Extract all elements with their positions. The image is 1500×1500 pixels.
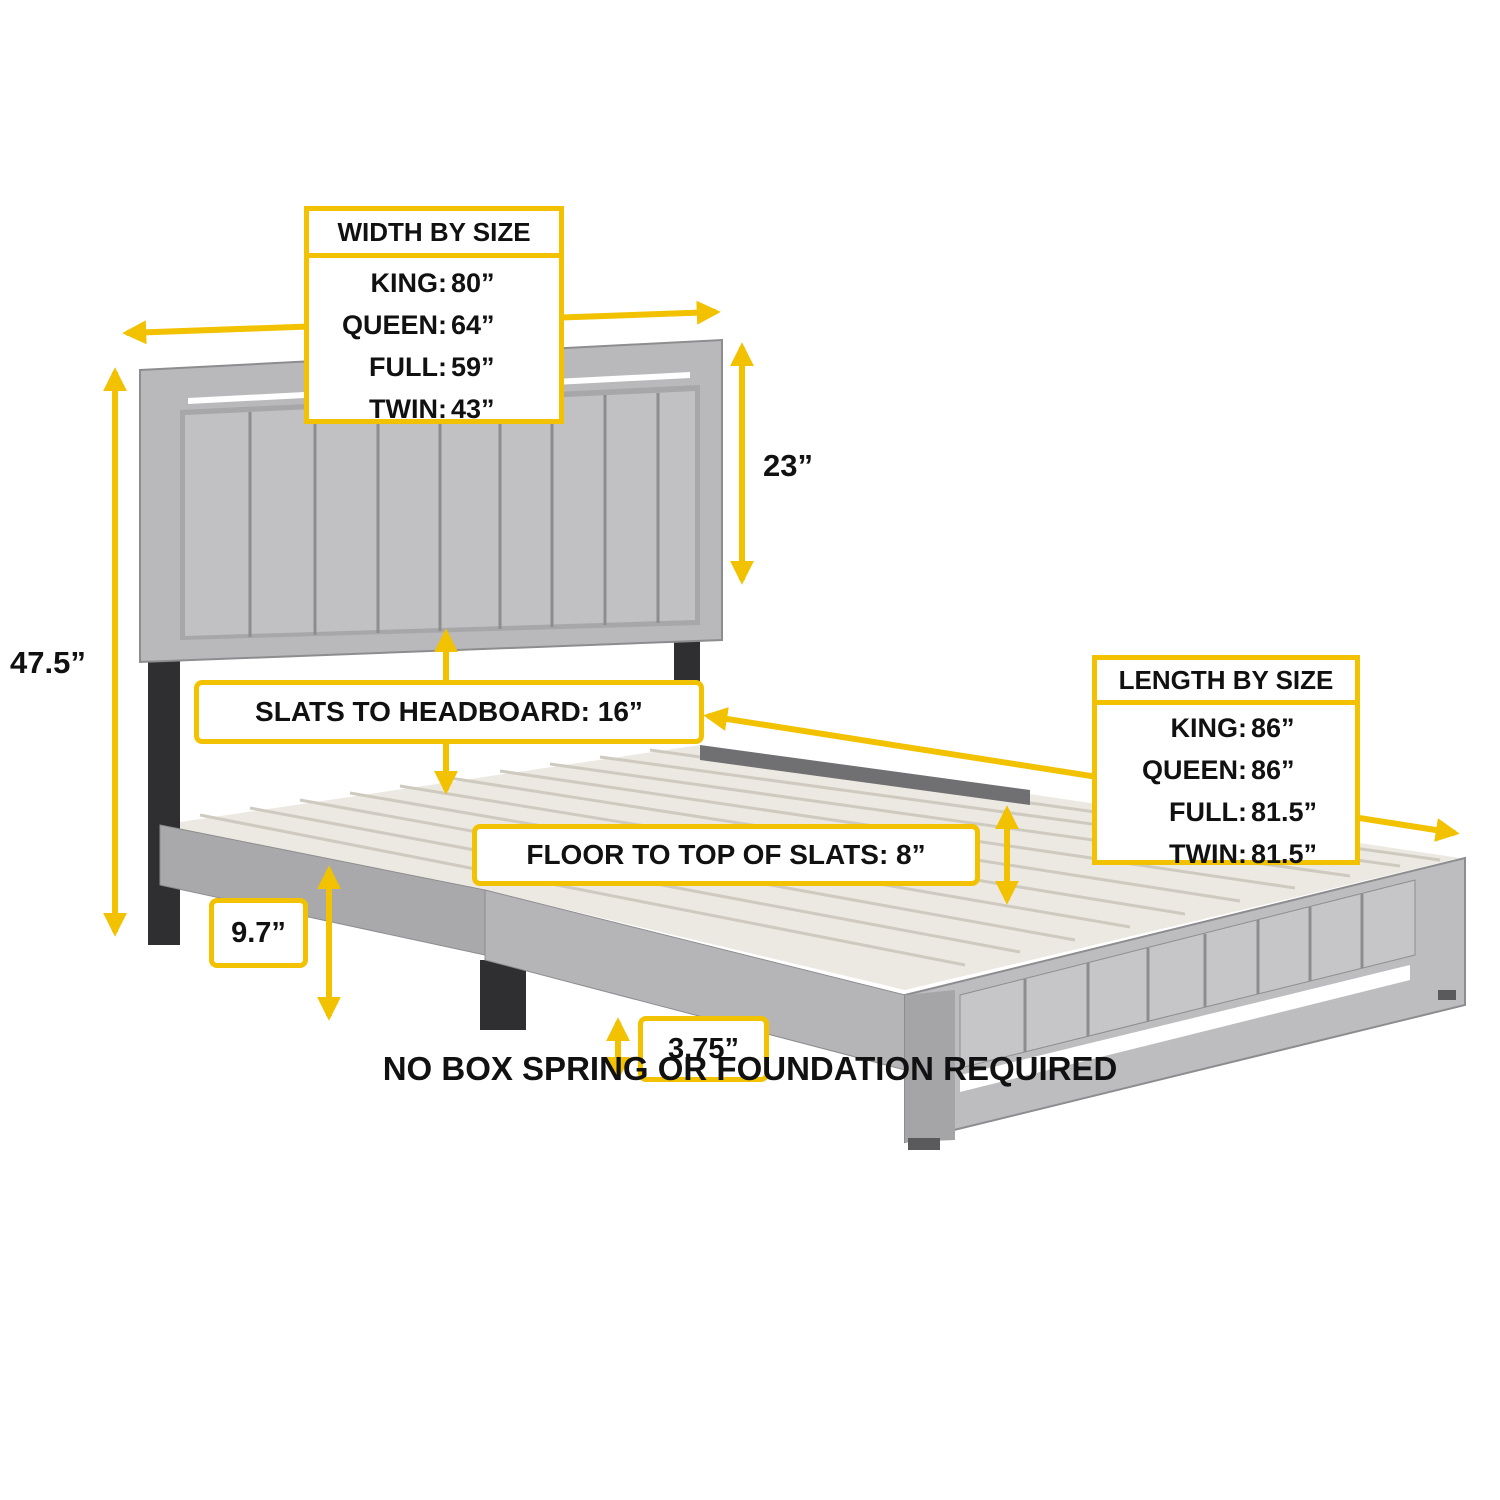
length-row-queen: QUEEN:86” [1141, 755, 1295, 785]
length-row-twin: TWIN:81.5” [1169, 839, 1318, 869]
width-box-title: WIDTH BY SIZE [309, 211, 559, 258]
headboard-leg-left [148, 640, 180, 945]
length-row-full: FULL:81.5” [1169, 797, 1318, 827]
footer-note: NO BOX SPRING OR FOUNDATION REQUIRED [382, 1050, 1118, 1087]
slats-to-headboard-label: SLATS TO HEADBOARD: 16” [194, 680, 704, 744]
rail-height-label: 9.7” [209, 898, 308, 968]
length-row-king: KING:86” [1170, 713, 1295, 743]
width-by-size-box: WIDTH BY SIZE KING:80” QUEEN:64” FULL:59… [304, 206, 564, 424]
width-row-twin: TWIN:43” [369, 394, 495, 424]
width-row-full: FULL:59” [369, 352, 495, 382]
floor-to-slats-label: FLOOR TO TOP OF SLATS: 8” [472, 824, 980, 886]
total-height-label: 47.5” [10, 645, 86, 680]
clearance-label: 3.75” [638, 1016, 769, 1082]
length-box-title: LENGTH BY SIZE [1097, 660, 1355, 705]
width-row-queen: QUEEN:64” [341, 310, 495, 340]
headboard [139, 338, 723, 664]
width-row-king: KING:80” [370, 268, 495, 298]
footboard [904, 856, 1466, 1150]
length-by-size-box: LENGTH BY SIZE KING:86” QUEEN:86” FULL:8… [1092, 655, 1360, 869]
headboard-height-label: 23” [763, 448, 813, 483]
center-leg [480, 960, 526, 1030]
